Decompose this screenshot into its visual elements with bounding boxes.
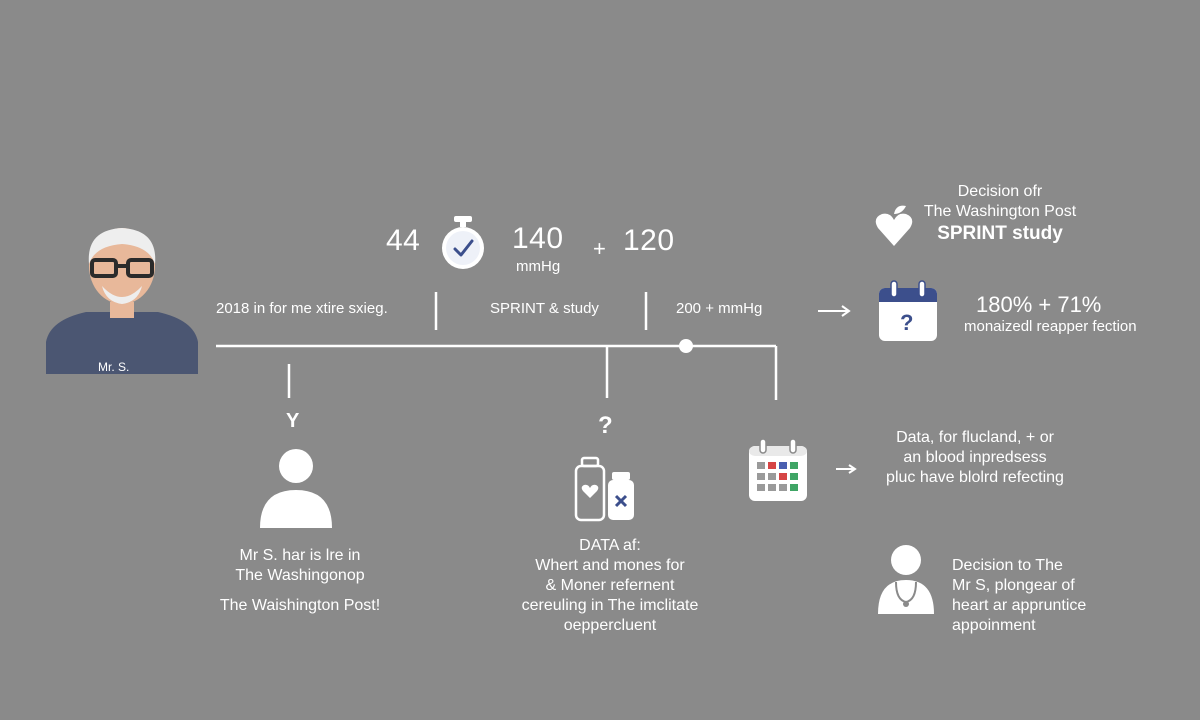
man-with-glasses-icon (46, 228, 198, 374)
apple-heart-icon (874, 202, 914, 253)
data-block-line-5: oeppercluent (563, 617, 657, 634)
data-right-line-1: Data, for flucland, + or (896, 429, 1054, 446)
data-right-block: Data, for flucland, + or an blood inpred… (860, 428, 1090, 488)
bp-target-value: 120 (623, 224, 675, 257)
calendar-question-icon: ? (878, 280, 938, 342)
data-right-line-2: an blood inpredsess (903, 449, 1047, 466)
data-right-line-3: pluc have blolrd refecting (886, 469, 1064, 486)
patient-note-line-1: Mr S. har is lre in (239, 547, 361, 564)
medication-bottles-icon (574, 456, 638, 527)
data-block-line-3: & Moner refernent (545, 577, 675, 594)
patient-note-block: Mr S. har is lre in The Washingonop The … (190, 546, 410, 616)
bp-plus-sign: + (593, 236, 606, 261)
decision-bottom-block: Decision to The Mr S, plongear of heart … (952, 556, 1152, 636)
decision-top-line-3: SPRINT study (937, 223, 1063, 244)
decision-bottom-line-2: Mr S, plongear of (952, 577, 1075, 594)
data-block: DATA af: Whert and mones for & Moner ref… (470, 536, 750, 636)
doctor-icon (876, 544, 936, 619)
bp-unit-label: mmHg (516, 258, 561, 275)
decision-top-block: Decision ofr The Washington Post SPRINT … (900, 182, 1100, 246)
bp-start-value: 140 (512, 222, 564, 255)
question-left: Y (286, 410, 300, 432)
data-block-line-4: cereuling in The imclitate (521, 597, 699, 614)
decision-top-line-2: The Washington Post (923, 203, 1077, 220)
timeline-segment-mid: SPRINT & study (490, 300, 599, 317)
decision-bottom-line-4: appoinment (952, 617, 1036, 634)
patient-note-line-3: The Waishington Post! (219, 597, 381, 614)
data-block-line-2: Whert and mones for (535, 557, 685, 574)
decision-bottom-line-3: heart ar appruntice (952, 597, 1087, 614)
timeline-segment-right: 200 + mmHg (676, 300, 763, 317)
person-icon (258, 448, 334, 533)
patient-note-line-2: The Washingonop (235, 567, 365, 584)
timeline-segment-left: 2018 in for me xtire sxieg. (216, 300, 388, 317)
age-value: 44 (386, 224, 421, 257)
data-block-line-1: DATA af: (579, 537, 641, 554)
arrow-right-small-icon (836, 462, 858, 480)
question-mid: ? (598, 412, 613, 439)
patient-avatar: Mr. S. (46, 224, 198, 374)
calendar-grid-icon (748, 438, 808, 507)
stopwatch-icon (438, 214, 488, 272)
decision-top-line-1: Decision ofr (957, 183, 1043, 200)
patient-name-label: Mr. S. (98, 360, 130, 374)
calendar-question-mark: ? (900, 310, 914, 335)
arrow-right-icon (818, 304, 852, 323)
stats-right-caption: monaizedl reapper fection (964, 318, 1137, 335)
stats-right-value: 180% + 71% (976, 292, 1102, 317)
decision-bottom-line-1: Decision to The (952, 557, 1063, 574)
